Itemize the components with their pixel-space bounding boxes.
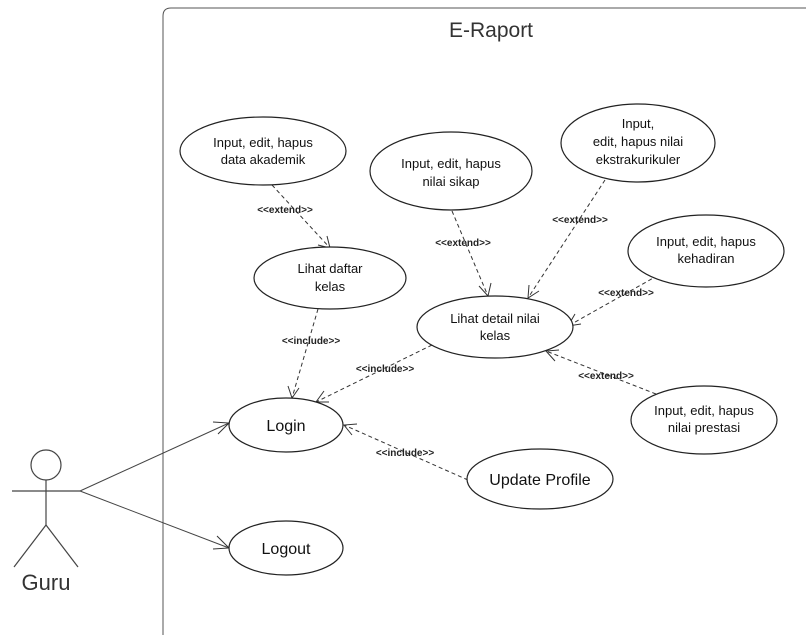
include-arrowhead-detail-nilai: [315, 390, 329, 403]
include-arrowhead-update-profile: [343, 423, 358, 436]
use-case-update-profile[interactable]: Update Profile: [466, 448, 614, 510]
use-case-label-line-2: nilai prestasi: [668, 420, 740, 435]
system-boundary: E-Raport: [162, 7, 806, 635]
associations: [79, 421, 231, 550]
use-case-label-line-1: Lihat daftar: [297, 261, 363, 276]
use-case-label-line-1: Input, edit, hapus: [213, 135, 313, 150]
include-line-update-profile: [343, 424, 469, 481]
use-case-label-line-2: nilai sikap: [422, 174, 479, 189]
association-logout: [79, 490, 230, 549]
extend-arrowhead-ekstrakurikuler: [527, 284, 540, 299]
use-case-label-line-1: Update Profile: [489, 472, 590, 489]
use-case-label-line-1: Input, edit, hapus: [656, 234, 756, 249]
use-case-login[interactable]: Login: [228, 397, 344, 453]
actor-label: Guru: [22, 570, 71, 595]
system-title: E-Raport: [449, 19, 533, 42]
actor-guru[interactable]: Guru: [12, 449, 80, 595]
include-line-daftar-kelas: [291, 308, 319, 399]
extend-label-prestasi: <<extend>>: [578, 371, 634, 382]
extend-label-kehadiran: <<extend>>: [598, 288, 654, 299]
extend-line-data-akademik: [271, 184, 331, 249]
actor-head: [30, 449, 62, 481]
extend-label-nilai-sikap: <<extend>>: [435, 238, 491, 249]
use-case-label-line-2: kelas: [480, 328, 511, 343]
actor-right-leg: [45, 524, 79, 568]
use-case-nilai-sikap[interactable]: Input, edit, hapus nilai sikap: [369, 131, 533, 211]
use-case-label-line-2: kelas: [315, 279, 346, 294]
use-case-label-line-1: Input,: [622, 116, 655, 131]
use-case-daftar-kelas[interactable]: Lihat daftar kelas: [253, 246, 407, 310]
use-case-label-line-1: Logout: [262, 541, 311, 558]
use-case-logout[interactable]: Logout: [228, 520, 344, 576]
extend-line-nilai-sikap: [451, 210, 489, 297]
use-case-detail-nilai[interactable]: Lihat detail nilai kelas: [416, 295, 574, 359]
include-label-daftar-kelas: <<include>>: [282, 336, 341, 347]
use-case-kehadiran[interactable]: Input, edit, hapus kehadiran: [627, 214, 785, 288]
use-case-label-line-2: kehadiran: [677, 251, 734, 266]
use-case-label-line-1: Login: [266, 418, 305, 435]
use-case-label-line-1: Input, edit, hapus: [654, 403, 754, 418]
extend-label-ekstrakurikuler: <<extend>>: [552, 215, 608, 226]
use-case-prestasi[interactable]: Input, edit, hapus nilai prestasi: [630, 385, 778, 455]
use-case-label-line-1: Lihat detail nilai: [450, 311, 540, 326]
use-case-label-line-2: edit, hapus nilai: [593, 134, 683, 149]
relations: <<extend>> <<extend>> <<extend>> <<exten…: [257, 179, 665, 481]
include-line-detail-nilai: [315, 344, 433, 403]
use-case-label-line-2: data akademik: [221, 152, 306, 167]
use-case-ekstrakurikuler[interactable]: Input, edit, hapus nilai ekstrakurikuler: [560, 103, 716, 183]
extend-line-prestasi: [545, 350, 657, 395]
include-label-update-profile: <<include>>: [376, 448, 435, 459]
use-case-label-line-3: ekstrakurikuler: [596, 152, 681, 167]
extend-line-kehadiran: [567, 271, 665, 327]
association-login: [79, 422, 230, 492]
include-label-detail-nilai: <<include>>: [356, 364, 415, 375]
use-case-label-line-1: Input, edit, hapus: [401, 156, 501, 171]
actor-left-leg: [13, 524, 47, 568]
extend-label-data-akademik: <<extend>>: [257, 205, 313, 216]
extend-line-ekstrakurikuler: [527, 179, 606, 299]
use-case-data-akademik[interactable]: Input, edit, hapus data akademik: [179, 116, 347, 186]
